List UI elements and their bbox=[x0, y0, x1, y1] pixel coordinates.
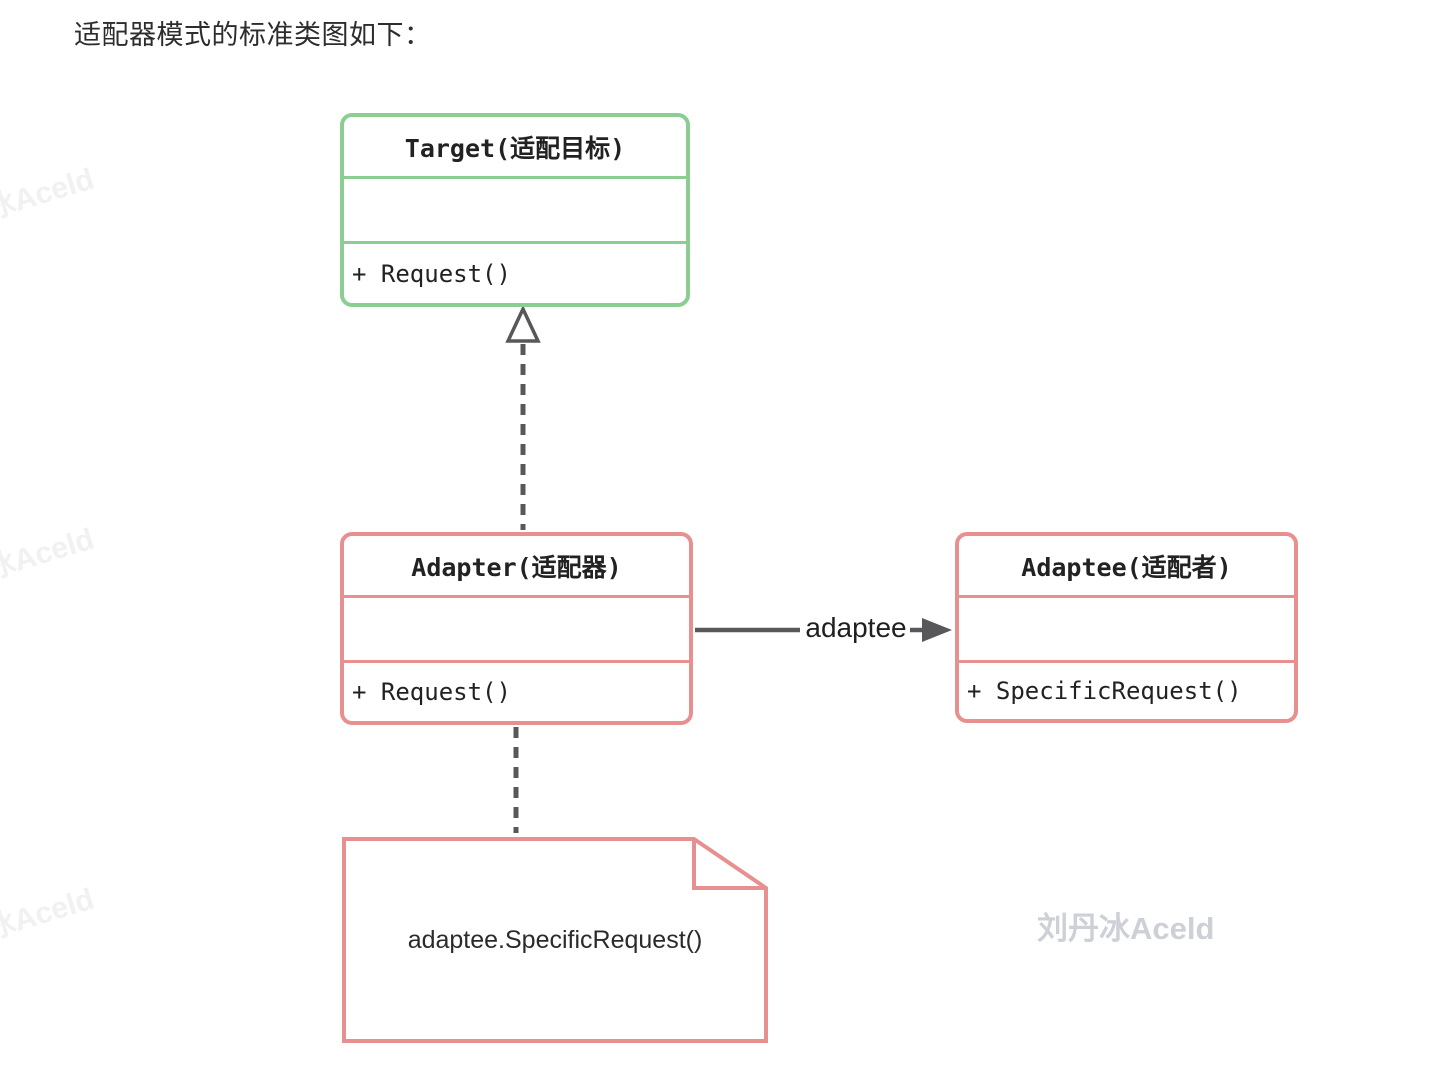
watermark-left-3: 刘丹冰Aceld bbox=[0, 882, 98, 965]
class-adapter-attributes bbox=[344, 598, 689, 663]
watermark-left-2: 刘丹冰Aceld bbox=[0, 522, 98, 605]
note-text: adaptee.SpecificRequest() bbox=[407, 925, 703, 954]
class-adaptee-title: Adaptee(适配者) bbox=[959, 536, 1294, 598]
note: adaptee.SpecificRequest() bbox=[344, 839, 766, 1041]
class-adapter-method: + Request() bbox=[352, 678, 511, 706]
class-target-title: Target(适配目标) bbox=[344, 117, 686, 179]
class-adaptee-attributes bbox=[959, 598, 1294, 663]
watermark-bottom-right: 刘丹冰Aceld bbox=[1037, 911, 1215, 946]
watermark-left-1: 刘丹冰Aceld bbox=[0, 162, 98, 245]
class-adapter-title: Adapter(适配器) bbox=[344, 536, 689, 598]
page-title: 适配器模式的标准类图如下： bbox=[74, 20, 432, 50]
class-adaptee-method: + SpecificRequest() bbox=[967, 677, 1242, 705]
class-box-target: Target(适配目标) + Request() bbox=[340, 113, 690, 307]
class-target-method: + Request() bbox=[352, 259, 511, 288]
class-target-attributes bbox=[344, 179, 686, 244]
class-box-adapter: Adapter(适配器) + Request() bbox=[340, 532, 693, 725]
class-box-adaptee: Adaptee(适配者) + SpecificRequest() bbox=[955, 532, 1298, 723]
realization-arrow bbox=[505, 304, 541, 530]
association-label: adaptee bbox=[805, 612, 907, 643]
